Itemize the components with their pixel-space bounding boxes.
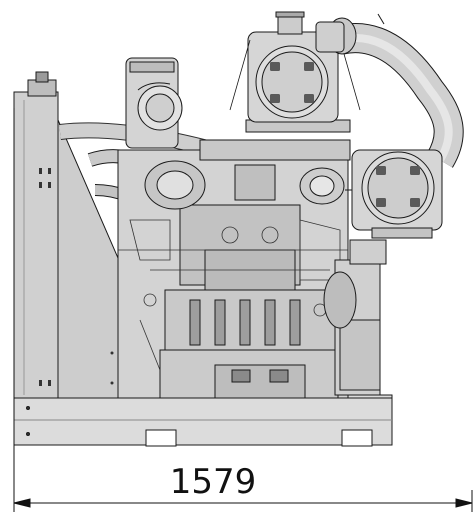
air-filter-left (125, 57, 183, 149)
air-filter-right (345, 149, 443, 239)
air-filter-top (229, 11, 361, 133)
dimension-value: 1579 (169, 462, 257, 502)
forklift-slot-left (145, 429, 177, 447)
arrow-right-icon (455, 498, 473, 508)
exhaust-pipe (315, 13, 464, 168)
forklift-slot-right (341, 429, 373, 447)
dimension-line (13, 108, 473, 512)
radiator-cap (35, 71, 49, 83)
engine-generator-set (13, 11, 464, 447)
oil-pan (214, 364, 306, 399)
base-skid (13, 394, 393, 447)
arrow-left-icon (13, 498, 31, 508)
oil-sump (159, 349, 339, 399)
alternator-housing (323, 239, 387, 396)
